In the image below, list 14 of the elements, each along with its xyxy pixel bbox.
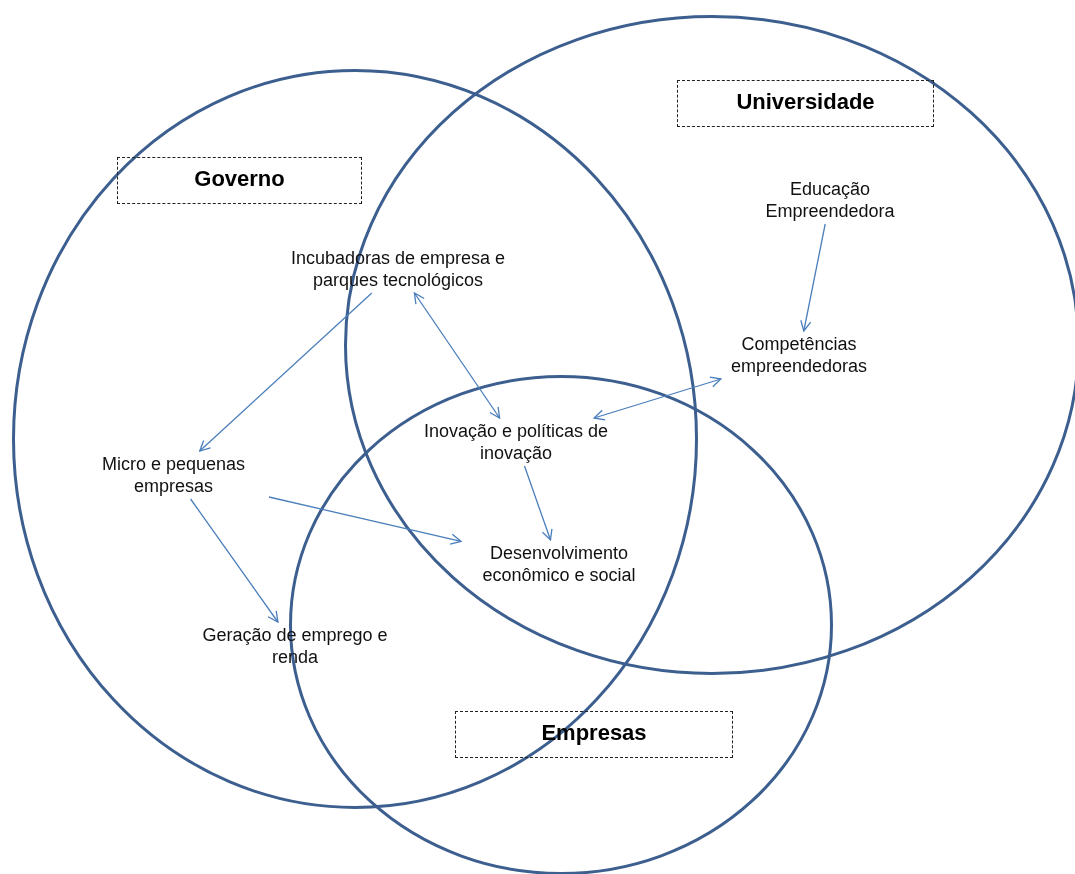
heading-label: Governo [117,157,362,204]
arrow [199,292,373,452]
concept-label: Micro e pequenas empresas [80,453,267,497]
arrow [189,498,279,623]
concept-label: Competências empreendedoras [715,333,883,377]
heading-label: Universidade [677,80,934,127]
arrow [593,376,722,421]
concept-label: Inovação e políticas de inovação [398,420,634,464]
concept-label: Educação Empreendedora [745,178,915,222]
arrow [800,223,826,332]
arrow [268,496,462,545]
arrow [413,292,501,419]
arrow [523,465,553,541]
concept-label: Desenvolvimento econômico e social [463,542,655,586]
